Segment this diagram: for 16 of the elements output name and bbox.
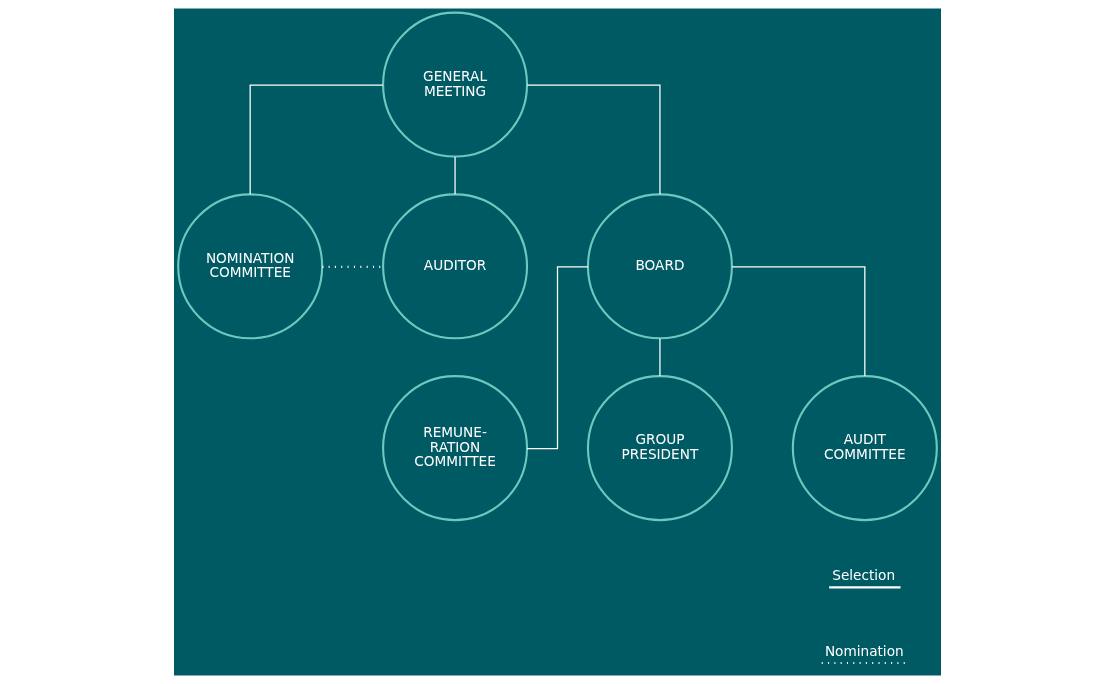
node-circle: GROUP PRESIDENT (586, 375, 733, 522)
node-circle: AUDITOR (381, 193, 528, 340)
node-circle: NOMINATION COMMITTEE (176, 193, 323, 340)
legend-label: Selection (831, 567, 895, 584)
connector (525, 266, 589, 450)
node-circle: BOARD (586, 193, 733, 340)
connector (731, 266, 865, 377)
legend-label: Nomination (824, 643, 904, 660)
node-circle: AUDIT COMMITTEE (791, 375, 938, 522)
connector (526, 84, 661, 195)
connector (658, 338, 661, 377)
node-circle: REMUNE- RATION COMMITTEE (381, 375, 528, 522)
connector (321, 265, 383, 268)
connector (453, 156, 456, 195)
connector (249, 84, 383, 195)
node-circle: GENERAL MEETING (381, 11, 528, 158)
